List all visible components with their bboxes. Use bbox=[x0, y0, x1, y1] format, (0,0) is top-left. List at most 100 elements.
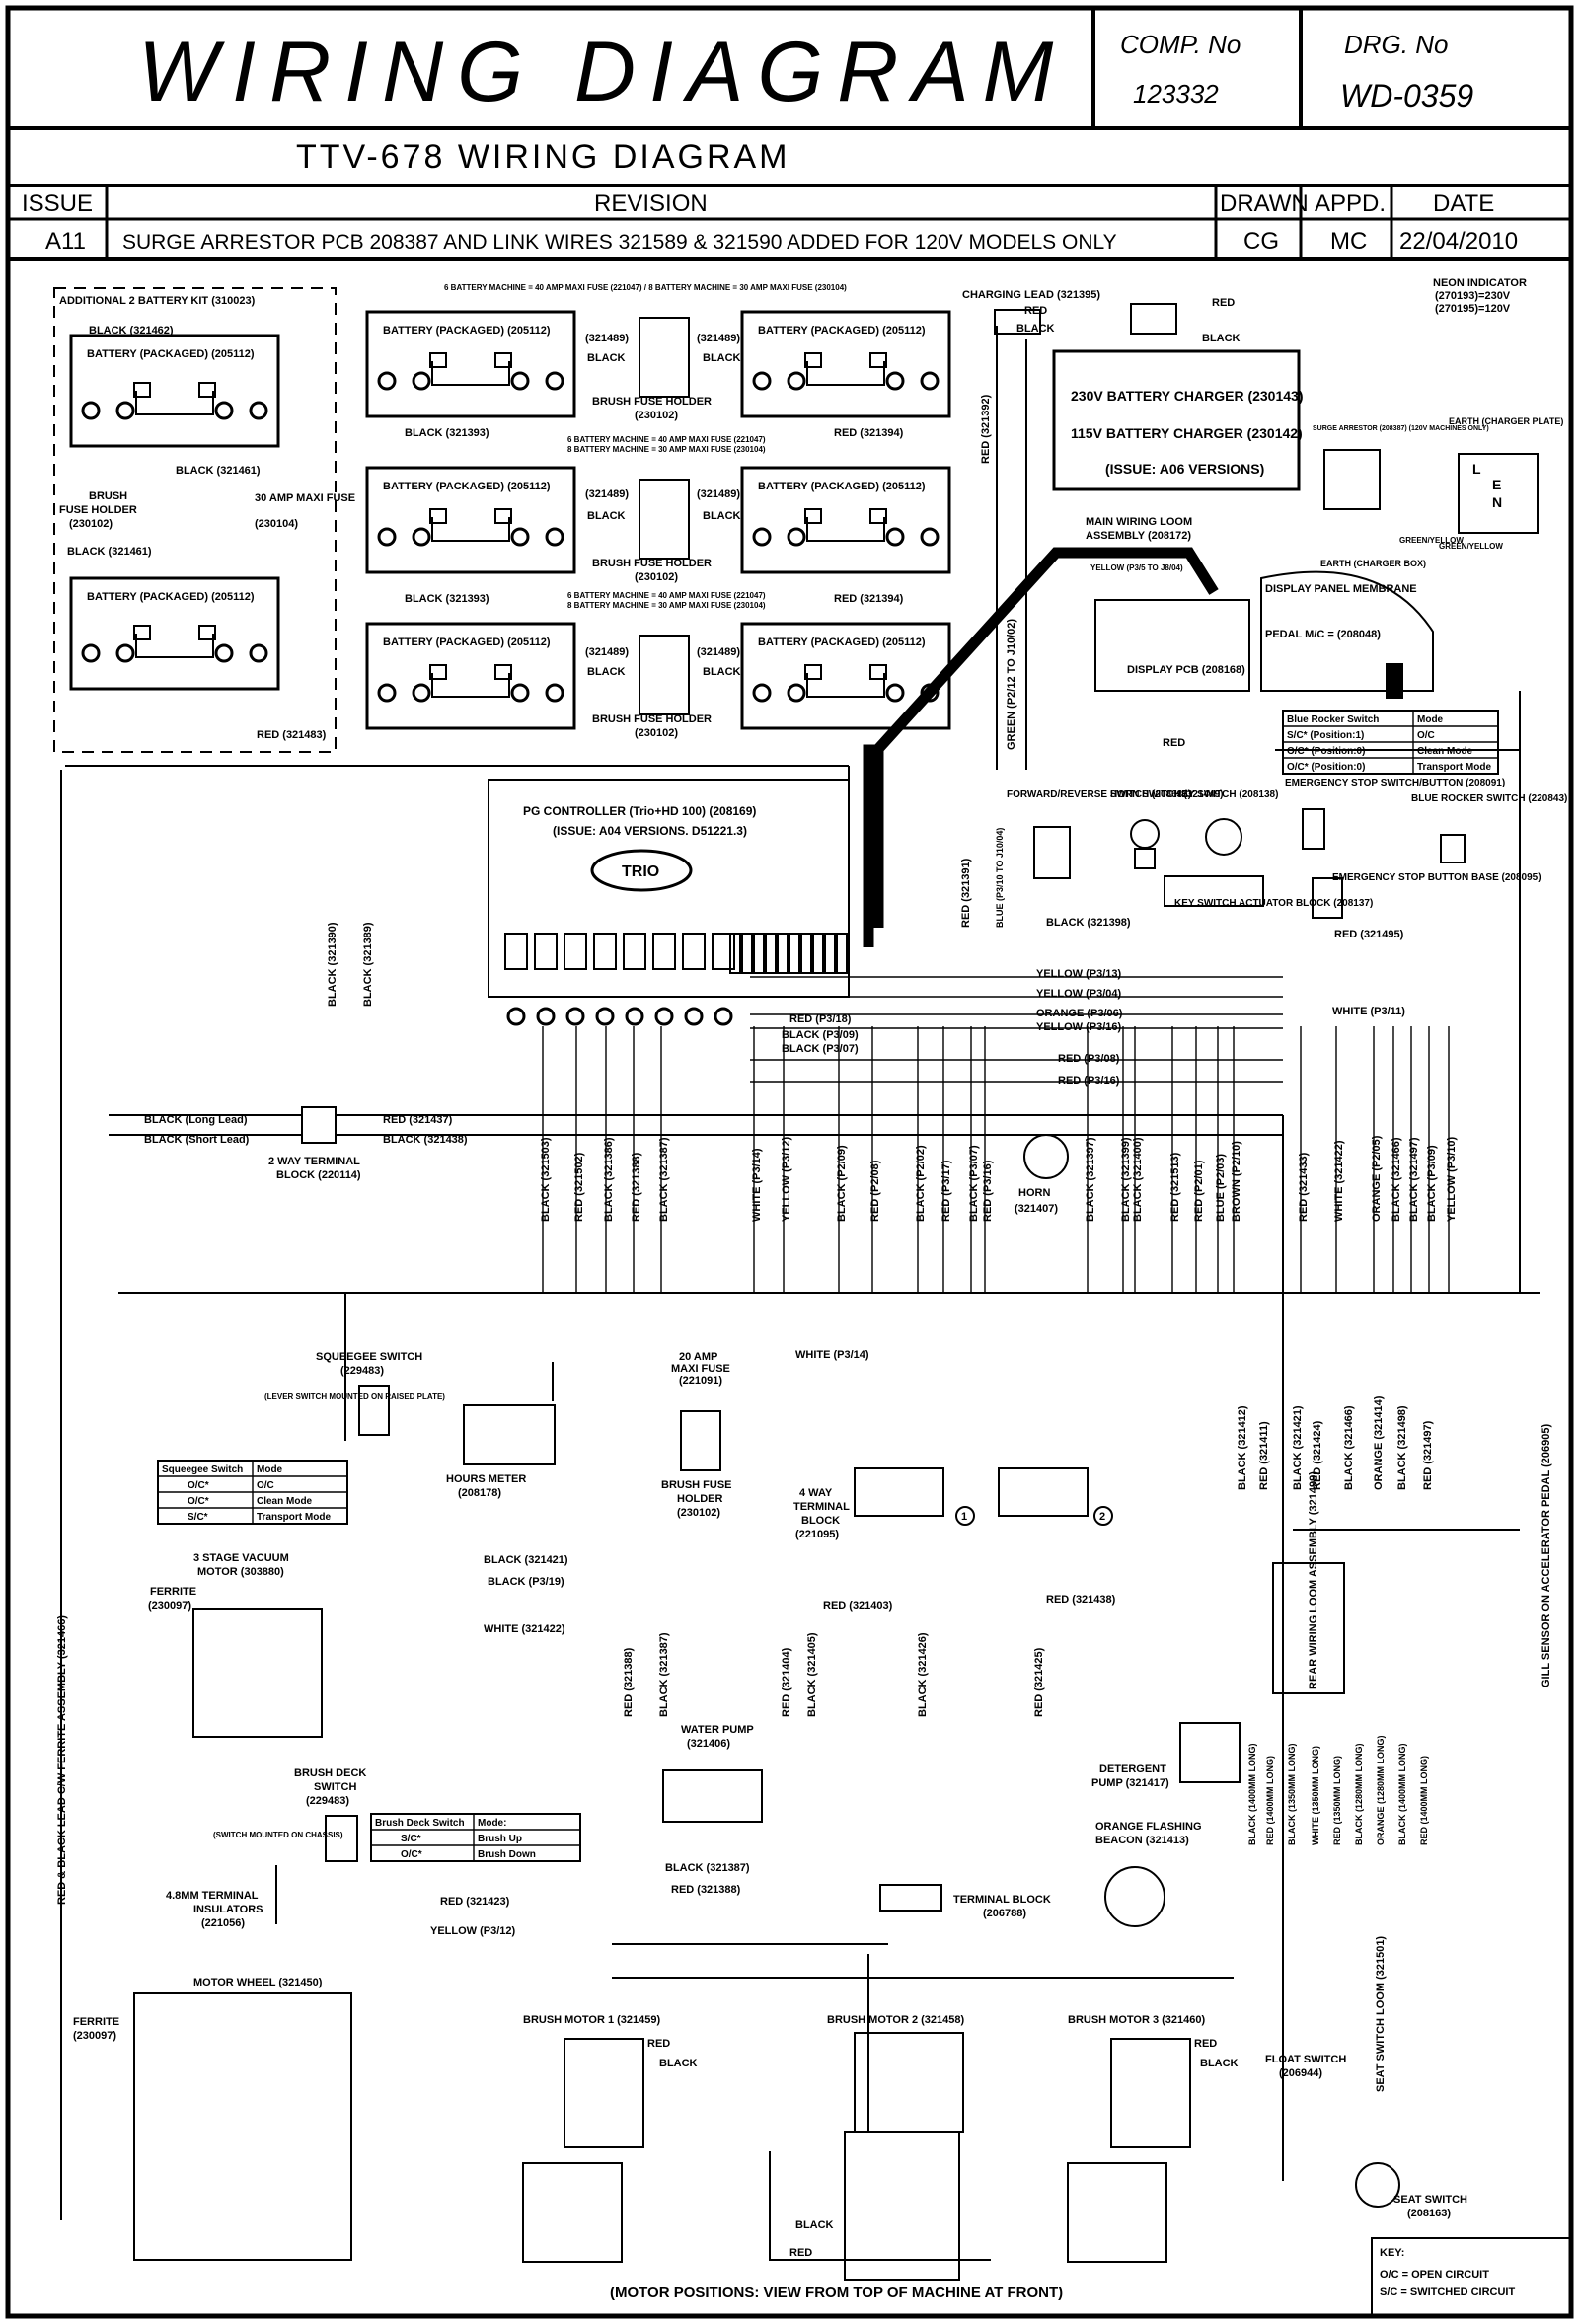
svg-text:RED: RED bbox=[647, 2038, 670, 2050]
svg-text:BLACK (321389): BLACK (321389) bbox=[362, 922, 374, 1007]
battery-label: BATTERY (PACKAGED) (205112) bbox=[87, 591, 255, 603]
svg-text:BLACK: BLACK bbox=[703, 352, 741, 364]
svg-text:RED (321438): RED (321438) bbox=[1046, 1594, 1116, 1606]
battery-terminal bbox=[545, 683, 564, 703]
svg-text:Blue Rocker Switch: Blue Rocker Switch bbox=[1287, 714, 1379, 725]
svg-text:RED (321388): RED (321388) bbox=[671, 1884, 741, 1896]
rev-header-appd: APPD. bbox=[1315, 190, 1386, 217]
vertical-wire-labels: BLACK (321503)RED (321502)BLACK (321386)… bbox=[540, 1026, 1458, 1845]
svg-text:(230102): (230102) bbox=[677, 1507, 720, 1519]
wire-black-321393-b: BLACK (321393) bbox=[405, 593, 489, 605]
vertical-wire-label: RED (321502) bbox=[573, 1152, 585, 1222]
svg-text:(206788): (206788) bbox=[983, 1908, 1026, 1919]
battery-bank: BATTERY (PACKAGED) (205112) BATTERY (PACK… bbox=[69, 310, 951, 730]
fuse-note-mid-a: 6 BATTERY MACHINE = 40 AMP MAXI FUSE (22… bbox=[567, 435, 766, 444]
svg-text:S/C*: S/C* bbox=[401, 1834, 421, 1844]
diagram-title: WIRING DIAGRAM bbox=[138, 25, 1067, 119]
battery-2: BATTERY (PACKAGED) (205112) bbox=[69, 576, 280, 691]
wire-red-321394-b: RED (321394) bbox=[834, 593, 904, 605]
svg-text:(221091): (221091) bbox=[679, 1375, 722, 1387]
svg-text:YELLOW (P3/12): YELLOW (P3/12) bbox=[430, 1925, 516, 1937]
vertical-wire-label: BLACK (321405) bbox=[806, 1632, 818, 1717]
vertical-wire-label: RED (321388) bbox=[631, 1152, 642, 1222]
svg-text:(230097): (230097) bbox=[148, 1600, 191, 1612]
battery-terminal bbox=[249, 401, 268, 420]
battery-terminal bbox=[412, 527, 431, 547]
rev-header-drawn: DRAWN bbox=[1220, 190, 1309, 217]
wire-black-321393-a: BLACK (321393) bbox=[405, 427, 489, 439]
svg-text:(221056): (221056) bbox=[201, 1917, 245, 1929]
svg-text:BLACK: BLACK bbox=[703, 666, 741, 678]
earth-charger-plate: EARTH (CHARGER PLATE) bbox=[1449, 416, 1563, 426]
vertical-wire-label: BLACK (321397) bbox=[1085, 1137, 1096, 1222]
vertical-wire-label: RED (P2/08) bbox=[869, 1160, 881, 1222]
svg-text:Mode: Mode bbox=[257, 1464, 283, 1475]
svg-text:1: 1 bbox=[961, 1511, 967, 1523]
fuse-note-low-a: 6 BATTERY MACHINE = 40 AMP MAXI FUSE (22… bbox=[567, 591, 766, 600]
harness-wire-label: BLACK (P3/09) bbox=[782, 1029, 859, 1041]
battery-charger: 230V BATTERY CHARGER (230143) 115V BATTE… bbox=[1052, 349, 1303, 491]
additional-battery-kit-outline bbox=[53, 287, 337, 753]
brush-motor-3 bbox=[1110, 2038, 1191, 2148]
svg-text:S/C = SWITCHED CIRCUIT: S/C = SWITCHED CIRCUIT bbox=[1380, 2287, 1515, 2298]
battery-kit-label: ADDITIONAL 2 BATTERY KIT (310023) bbox=[59, 295, 256, 307]
switch-symbols bbox=[1033, 808, 1466, 919]
svg-text:BLACK (P3/19): BLACK (P3/19) bbox=[488, 1576, 564, 1588]
battery-terminal bbox=[249, 643, 268, 663]
battery-1: BATTERY (PACKAGED) (205112) bbox=[69, 334, 280, 448]
vertical-wire-label: BLACK (321497) bbox=[1408, 1137, 1420, 1222]
harness-wire-label: BLACK (P3/07) bbox=[782, 1043, 859, 1055]
svg-text:BLACK: BLACK bbox=[1016, 323, 1055, 335]
harness-wire-label: RED (P3/08) bbox=[1058, 1053, 1120, 1065]
fuse-note-mid-b: 8 BATTERY MACHINE = 30 AMP MAXI FUSE (23… bbox=[567, 445, 766, 454]
harness-lines bbox=[60, 326, 1540, 2261]
vertical-wire-label: ORANGE (1280MM LONG) bbox=[1376, 1735, 1386, 1845]
battery-terminal bbox=[115, 401, 135, 420]
fuse-note-top: 6 BATTERY MACHINE = 40 AMP MAXI FUSE (22… bbox=[444, 283, 847, 292]
svg-text:MAXI FUSE: MAXI FUSE bbox=[671, 1363, 730, 1375]
svg-text:PUMP (321417): PUMP (321417) bbox=[1091, 1777, 1169, 1789]
svg-text:Clean Mode: Clean Mode bbox=[1417, 746, 1473, 757]
svg-text:20 AMP: 20 AMP bbox=[679, 1351, 717, 1363]
vertical-wire-label: BLACK (321466) bbox=[1391, 1137, 1402, 1222]
squeegee-switch-body bbox=[358, 1385, 390, 1436]
vertical-wire-label: RED (1400MM LONG) bbox=[1419, 1756, 1429, 1845]
svg-text:Clean Mode: Clean Mode bbox=[257, 1496, 313, 1507]
svg-text:Squeegee Switch: Squeegee Switch bbox=[162, 1464, 243, 1475]
battery-terminal bbox=[510, 527, 530, 547]
svg-text:Brush Up: Brush Up bbox=[478, 1834, 522, 1844]
svg-text:HOURS METER: HOURS METER bbox=[446, 1473, 526, 1485]
brush-fuse-holder-1: BRUSH FUSE HOLDER bbox=[592, 396, 712, 408]
brush-motor-1-label: BRUSH MOTOR 1 (321459) bbox=[523, 2014, 661, 2026]
charger-issue: (ISSUE: A06 VERSIONS) bbox=[1105, 461, 1264, 477]
surge-arrestor-pcb bbox=[1323, 449, 1381, 510]
kit-fuse-holder-code: (230102) bbox=[69, 518, 113, 530]
key-switch-actuator: KEY SWITCH ACTUATOR BLOCK (208137) bbox=[1174, 898, 1373, 909]
svg-text:E: E bbox=[1492, 477, 1501, 492]
svg-text:O/C*: O/C* bbox=[188, 1480, 209, 1491]
fuse-note-low-b: 8 BATTERY MACHINE = 30 AMP MAXI FUSE (23… bbox=[567, 601, 766, 610]
kit-30-amp-code: (230104) bbox=[255, 518, 298, 530]
neon-indicator: NEON INDICATOR bbox=[1433, 277, 1527, 289]
vertical-wire-label: RED (321388) bbox=[623, 1647, 635, 1717]
svg-text:DETERGENT: DETERGENT bbox=[1099, 1763, 1166, 1775]
vertical-wire-label: BLACK (321426) bbox=[917, 1632, 929, 1717]
orange-beacon bbox=[1104, 1866, 1165, 1927]
wire-black-321461-bottom: BLACK (321461) bbox=[67, 546, 152, 558]
svg-text:BLACK: BLACK bbox=[795, 2219, 834, 2231]
svg-text:GREEN/YELLOW: GREEN/YELLOW bbox=[1439, 542, 1503, 551]
svg-text:(321407): (321407) bbox=[1015, 1203, 1058, 1215]
battery-5: BATTERY (PACKAGED) (205112) bbox=[365, 466, 576, 574]
battery-terminal bbox=[412, 683, 431, 703]
svg-text:FERRITE: FERRITE bbox=[150, 1586, 196, 1598]
fuse-20-amp bbox=[680, 1410, 721, 1471]
svg-text:(321489): (321489) bbox=[585, 333, 629, 344]
svg-text:(SWITCH MOUNTED ON CHASSIS): (SWITCH MOUNTED ON CHASSIS) bbox=[213, 1831, 343, 1839]
kit-30-amp-fuse: 30 AMP MAXI FUSE bbox=[255, 492, 355, 504]
drg-no-value: WD-0359 bbox=[1340, 78, 1473, 113]
svg-text:BLACK (321421): BLACK (321421) bbox=[484, 1554, 568, 1566]
battery-label: BATTERY (PACKAGED) (205112) bbox=[383, 637, 551, 648]
svg-text:RED: RED bbox=[790, 2247, 812, 2259]
